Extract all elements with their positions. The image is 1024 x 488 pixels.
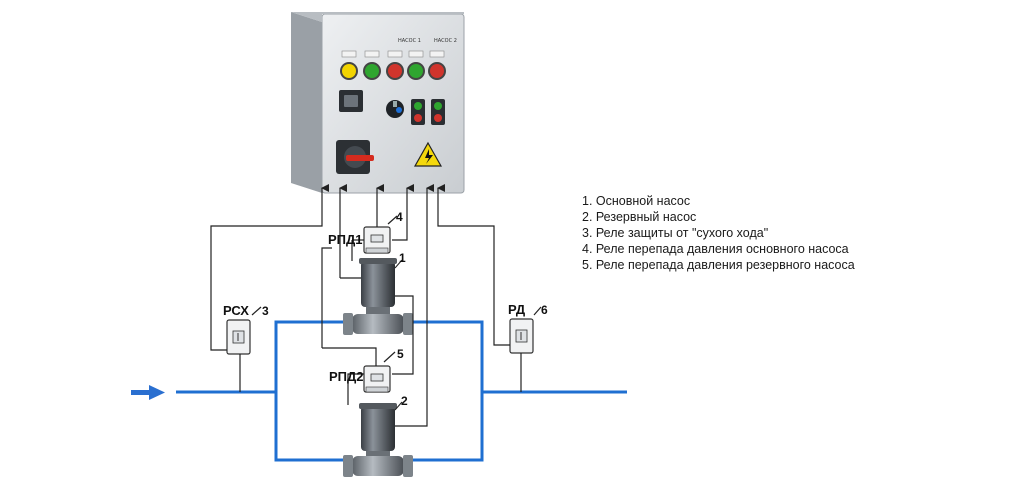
legend-item: 1. Основной насос: [582, 194, 691, 208]
red-lamp: [388, 64, 402, 78]
rd-label: РД: [508, 302, 526, 317]
legend-item: 5. Реле перепада давления резервного нас…: [582, 258, 855, 272]
control-cabinet: НАСОС 1 НАСОС 2: [291, 12, 465, 194]
main-pump: [343, 258, 413, 335]
pressure-diff-relay-1: [363, 226, 391, 254]
legend-item: 3. Реле защиты от "сухого хода": [582, 226, 769, 240]
rsh-label: РСХ: [223, 303, 249, 318]
red-lamp: [430, 64, 444, 78]
pump2-caption: НАСОС 2: [434, 38, 457, 44]
pump1-caption: НАСОС 1: [398, 38, 421, 44]
control-wiring: [210, 184, 542, 427]
selector-knob: [386, 100, 404, 118]
leader-lines: [394, 259, 403, 411]
number-3: 3: [262, 304, 269, 318]
number-6: 6: [541, 303, 548, 317]
flow-arrow-icon: [131, 385, 165, 400]
number-4: 4: [396, 210, 403, 224]
rpd1-label: РПД1: [328, 232, 363, 247]
number-1: 1: [399, 251, 406, 265]
dry-run-relay: [226, 319, 251, 355]
pressure-diff-relay-2: [363, 365, 391, 393]
yellow-lamp: [342, 64, 356, 78]
cabinet-side: [291, 12, 322, 193]
legend-item: 4. Реле перепада давления основного насо…: [582, 242, 849, 256]
rpd2-label: РПД2: [329, 369, 364, 384]
legend: 1. Основной насос 2. Резервный насос 3. …: [582, 193, 855, 273]
pressure-relay: [509, 318, 534, 354]
legend-item: 2. Резервный насос: [582, 210, 697, 224]
green-lamp: [365, 64, 379, 78]
reserve-pump: [343, 403, 413, 477]
green-lamp: [409, 64, 423, 78]
indicator-row: НАСОС 1 НАСОС 2: [340, 38, 457, 80]
high-voltage-warning-icon: [413, 141, 443, 167]
main-switch: [336, 140, 374, 174]
number-5: 5: [397, 347, 404, 361]
control-row: [339, 90, 445, 125]
number-2: 2: [401, 394, 408, 408]
